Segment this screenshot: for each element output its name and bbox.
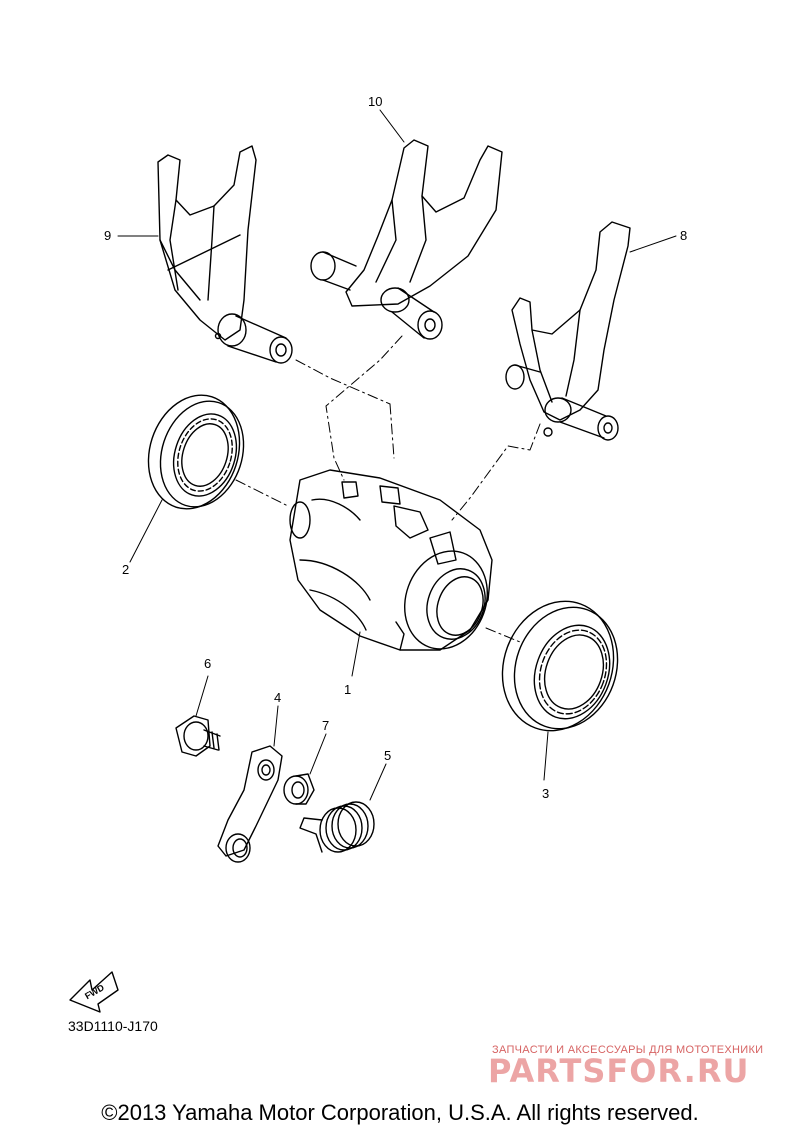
callout-labels: 1 2 3 4 5 6 7 8 9 10 FWD <box>83 94 687 1001</box>
shift-fork-8 <box>505 221 631 441</box>
bearing-3 <box>501 600 619 732</box>
callout-10: 10 <box>368 94 382 109</box>
callout-1: 1 <box>344 682 351 697</box>
copyright-notice: ©2013 Yamaha Motor Corporation, U.S.A. A… <box>101 1100 699 1125</box>
watermark-logo: PARTSFOR.RU <box>488 1052 750 1090</box>
callout-2: 2 <box>122 562 129 577</box>
watermark-tagline: ЗАПЧАСТИ И АКСЕССУАРЫ ДЛЯ МОТОТЕХНИКИ <box>492 1044 764 1056</box>
callout-9: 9 <box>104 228 111 243</box>
callout-6: 6 <box>204 656 211 671</box>
callout-3: 3 <box>542 786 549 801</box>
part-code: 33D1110-J170 <box>68 1018 158 1034</box>
callout-5: 5 <box>384 748 391 763</box>
fwd-arrow-icon <box>69 971 119 1013</box>
collar-7 <box>283 773 315 805</box>
callout-4: 4 <box>274 690 281 705</box>
callout-7: 7 <box>322 718 329 733</box>
fwd-label: FWD <box>83 982 106 1001</box>
bearing-2 <box>147 394 245 510</box>
shift-drum-1 <box>289 469 493 651</box>
bolt-6 <box>175 715 221 757</box>
shift-fork-10 <box>310 139 503 340</box>
leader-lines <box>117 109 677 801</box>
torsion-spring-5 <box>299 801 375 853</box>
assembly-lines <box>235 335 541 643</box>
shift-fork-9 <box>157 145 293 364</box>
callout-8: 8 <box>680 228 687 243</box>
stopper-lever-4 <box>217 745 283 863</box>
